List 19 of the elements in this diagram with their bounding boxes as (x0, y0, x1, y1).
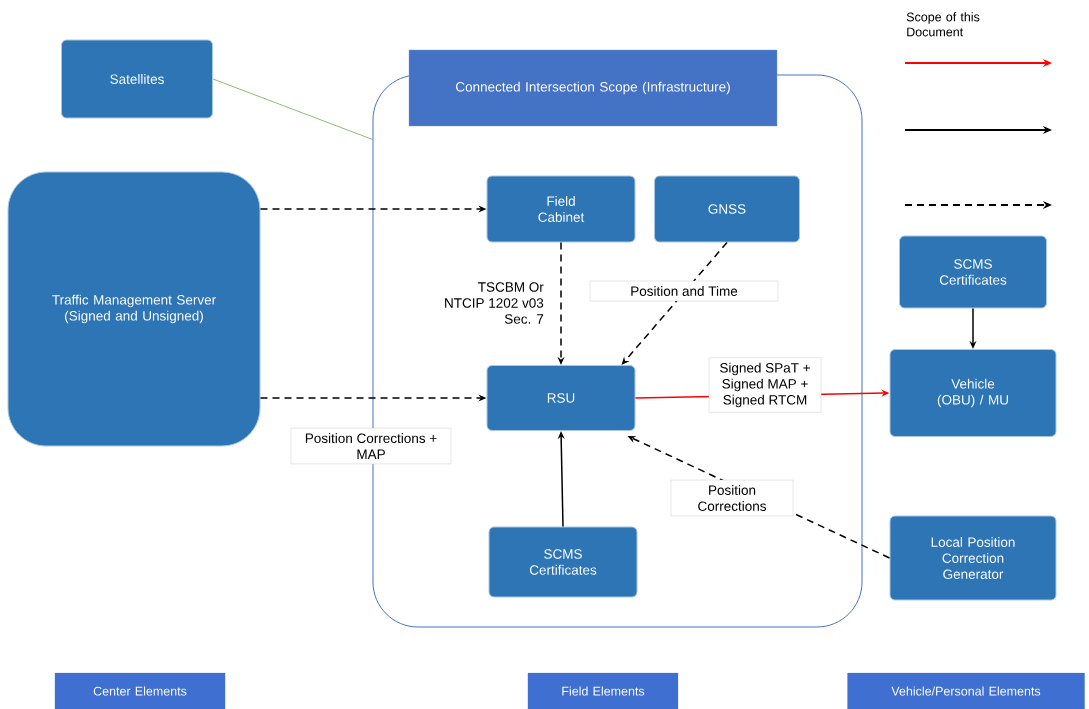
section-band: Center Elements (54, 672, 226, 709)
process-box: Satellites (61, 39, 213, 119)
process-box: GNSS (654, 175, 800, 243)
process-box: Local Position Correction Generator (889, 515, 1057, 601)
process-box: RSU (486, 365, 636, 431)
arrow (621, 241, 728, 365)
edge-label: Position Corrections + MAP (290, 427, 452, 465)
section-band: Field Elements (527, 672, 679, 709)
section-band: Vehicle/Personal Elements (847, 672, 1085, 709)
process-box: SCMS Certificates (899, 235, 1047, 309)
process-box: Field Cabinet (486, 175, 636, 243)
process-box: SCMS Certificates (488, 526, 638, 598)
edge-label: TSCBM Or NTCIP 1202 v03 Sec. 7 (433, 280, 546, 326)
server-box: Traffic Management Server (Signed and Unsigned) (7, 171, 261, 447)
edge-label: Signed SPaT + Signed MAP + Signed RTCM (708, 357, 822, 413)
edge-label: Position Corrections (670, 479, 794, 517)
legend-text: Scope of this Document (906, 12, 980, 37)
process-box: Vehicle (OBU) / MU (889, 349, 1057, 437)
edge-label: Position and Time (589, 280, 779, 302)
